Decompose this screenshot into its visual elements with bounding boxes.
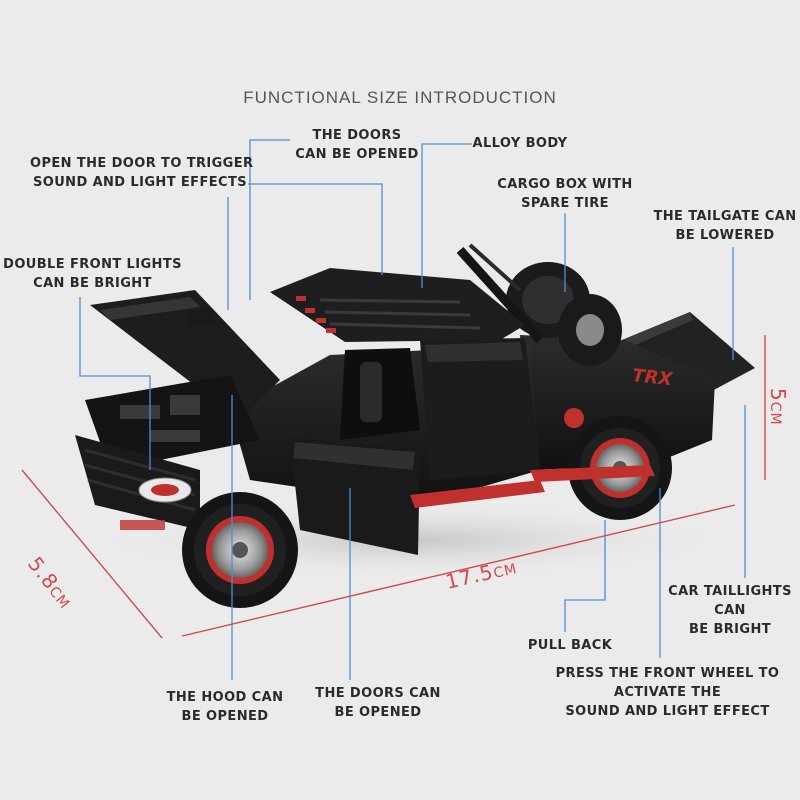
open-rear-door bbox=[420, 338, 540, 480]
front-grille bbox=[75, 435, 200, 530]
side-mirror bbox=[188, 310, 214, 326]
rear-emblem bbox=[564, 408, 584, 428]
cargo-bed bbox=[520, 335, 715, 470]
engine-bay bbox=[85, 375, 260, 470]
running-board bbox=[410, 480, 545, 508]
front-wheel bbox=[182, 492, 298, 608]
roll-bar bbox=[456, 246, 544, 343]
dimension-lines bbox=[21, 335, 766, 639]
leader-open-door bbox=[248, 183, 383, 275]
leader-doors-top bbox=[249, 139, 290, 300]
length-line bbox=[181, 504, 736, 637]
label-alloy-body: ALLOY BODY bbox=[472, 136, 568, 151]
width-line bbox=[21, 469, 163, 639]
leader-front-lights bbox=[79, 297, 151, 470]
leader-pull-back bbox=[564, 520, 606, 632]
leader-alloy-body bbox=[421, 143, 472, 288]
page-title: FUNCTIONAL SIZE INTRODUCTION bbox=[243, 88, 557, 107]
label-pull-back: PULL BACK bbox=[527, 638, 613, 653]
trx-badge: TRX bbox=[631, 365, 674, 390]
dimension-height: 5CM bbox=[766, 388, 790, 426]
